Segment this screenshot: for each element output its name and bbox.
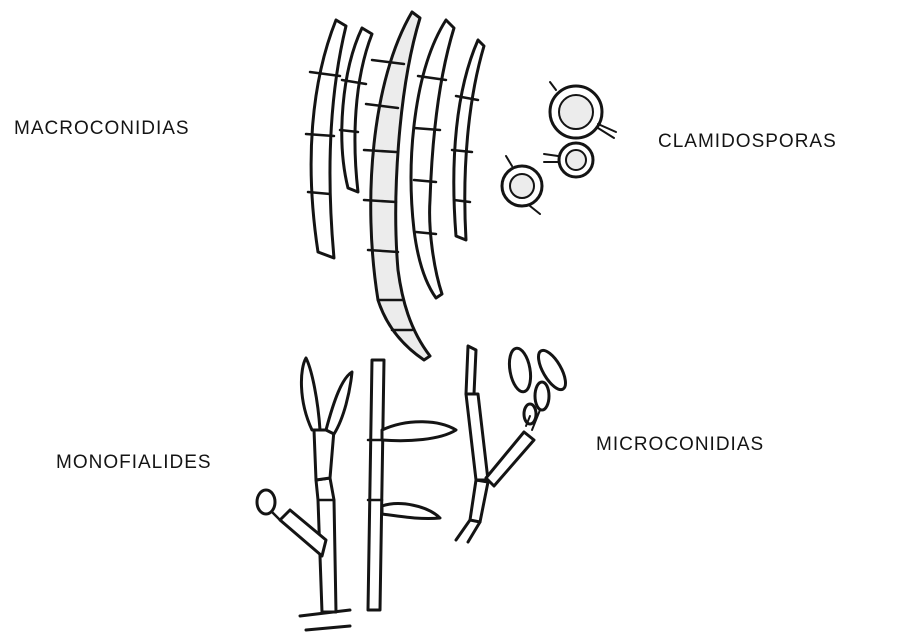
- hypha-with-phialides: [368, 360, 456, 610]
- label-macroconidias: MACROCONIDIAS: [14, 118, 190, 140]
- label-clamidosporas: CLAMIDOSPORAS: [658, 131, 837, 153]
- chlamydospore: [550, 82, 616, 138]
- chlamydospore: [544, 143, 593, 177]
- macroconidium: [306, 20, 346, 258]
- macroconidia-group: [306, 12, 484, 360]
- monophialides-group: [257, 358, 352, 630]
- chlamydospores-group: [502, 82, 616, 214]
- microconidium: [506, 347, 533, 394]
- macroconidium: [340, 28, 372, 192]
- label-microconidias: MICROCONIDIAS: [596, 434, 764, 456]
- chlamydospore: [502, 156, 542, 214]
- microconidium: [535, 382, 549, 410]
- microconidia-group: [456, 346, 571, 542]
- microconidium: [524, 404, 536, 424]
- macroconidium: [411, 20, 454, 298]
- macroconidium: [452, 40, 484, 240]
- label-monofialides: MONOFIALIDES: [56, 452, 212, 474]
